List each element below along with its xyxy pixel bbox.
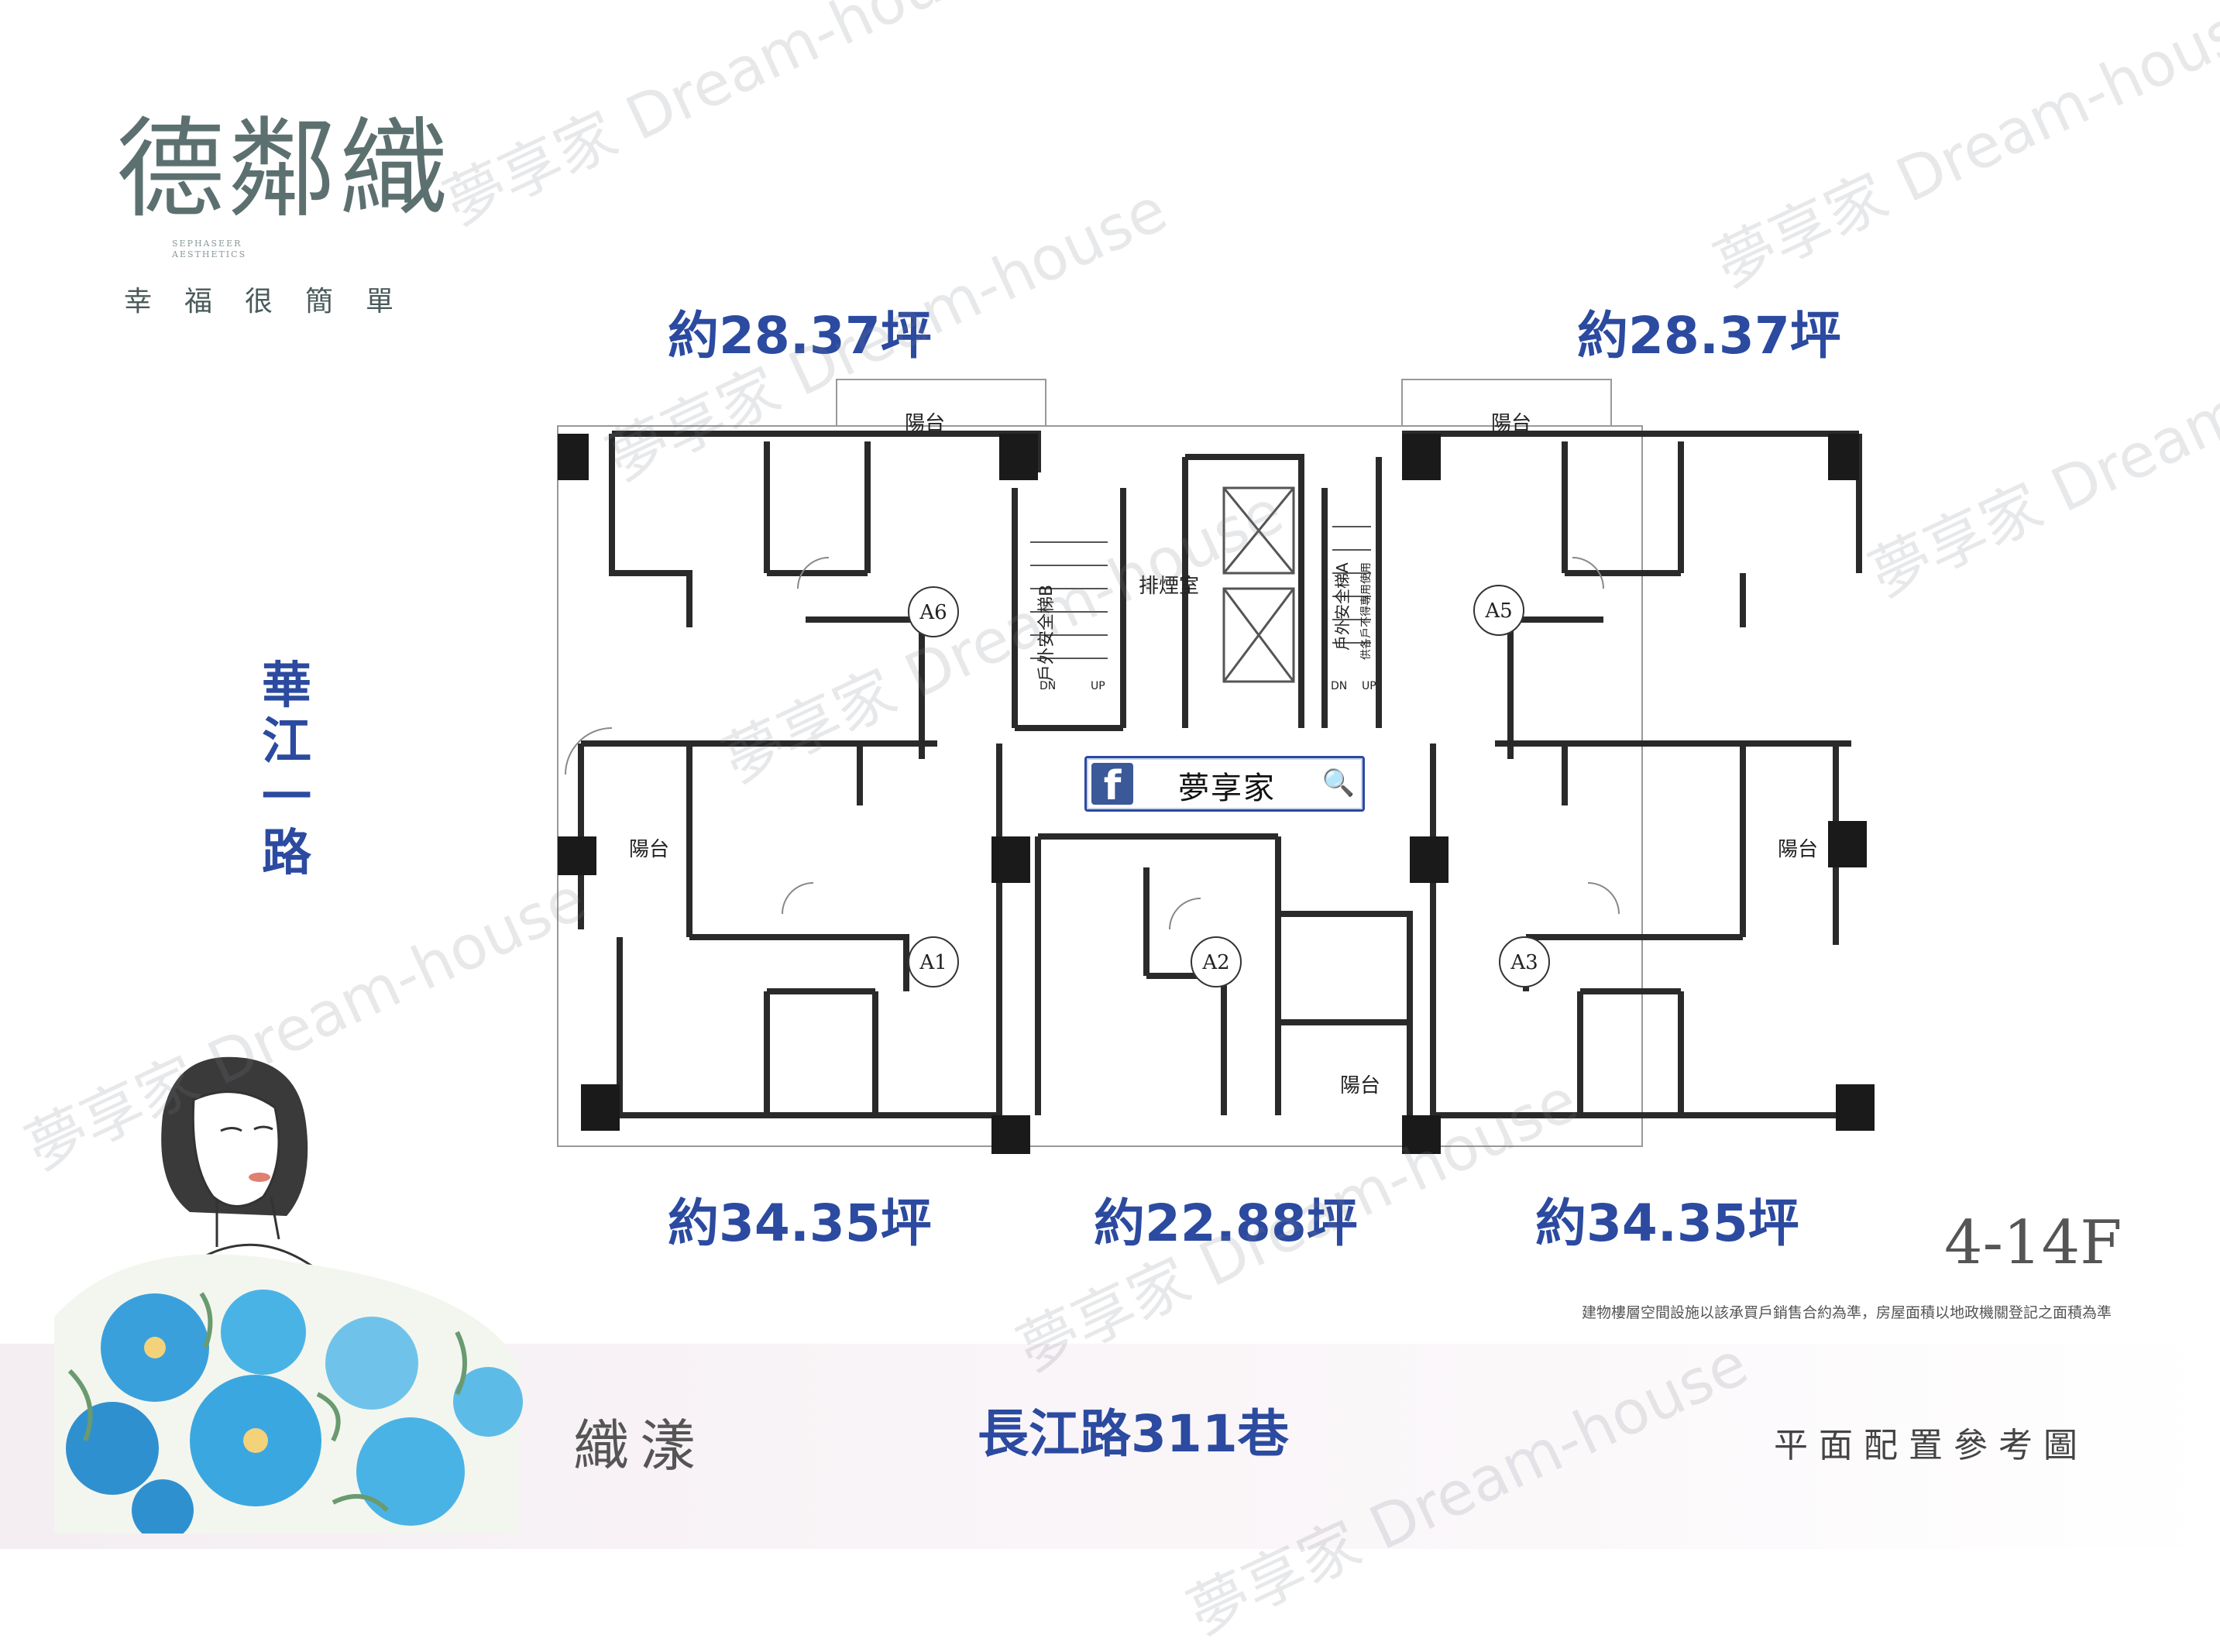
unit-label-a3: A3 bbox=[1510, 951, 1538, 974]
unit-label-a2: A2 bbox=[1201, 951, 1229, 974]
column bbox=[558, 434, 589, 480]
plan-outline bbox=[557, 425, 1643, 1147]
column bbox=[991, 1115, 1030, 1154]
balcony-label-left: 陽台 bbox=[629, 838, 669, 861]
reference-title: 平面配置參考圖 bbox=[1774, 1426, 2088, 1465]
flower-group bbox=[66, 1290, 523, 1534]
woman-flowers-illustration bbox=[54, 1056, 523, 1534]
unit-marker-a2 bbox=[1191, 936, 1242, 987]
column bbox=[1402, 434, 1441, 480]
unit-label-a5: A5 bbox=[1484, 599, 1512, 623]
stair-a-dn: DN bbox=[1331, 680, 1347, 692]
balcony-label-top-left: 陽台 bbox=[905, 412, 945, 435]
project-name: 織漾 bbox=[573, 1413, 707, 1479]
unit-marker-a3 bbox=[1499, 936, 1550, 987]
stair-b-label: 戶外安全梯B bbox=[1037, 585, 1057, 682]
facebook-icon: f bbox=[1091, 763, 1133, 809]
balcony-top-right-rail bbox=[1401, 379, 1612, 427]
lips-shape bbox=[249, 1173, 270, 1182]
flower bbox=[132, 1479, 194, 1534]
column-group bbox=[558, 434, 1875, 1154]
search-icon: 🔍 bbox=[1321, 768, 1355, 799]
area-bottom-right: 約34.35坪 bbox=[1535, 1193, 1799, 1253]
door-swings bbox=[565, 557, 1620, 930]
disclaimer-note: 建物樓層空間設施以該承買戶銷售合約為準，房屋面積以地政機關登記之面積為準 bbox=[1582, 1304, 2112, 1321]
eyes-shape bbox=[220, 1125, 273, 1132]
column bbox=[999, 434, 1038, 480]
area-top-right: 約28.37坪 bbox=[1577, 306, 1841, 366]
stair-hatching bbox=[1030, 526, 1371, 659]
balcony-top-left-rail bbox=[836, 379, 1046, 427]
facebook-label: 夢享家 bbox=[1178, 771, 1276, 806]
floor-range: 4-14F bbox=[1944, 1208, 2122, 1278]
area-bottom-left: 約34.35坪 bbox=[668, 1193, 932, 1253]
unit-markers bbox=[908, 585, 1550, 987]
balcony-label-bottom: 陽台 bbox=[1340, 1074, 1380, 1097]
column bbox=[991, 836, 1030, 883]
flower bbox=[325, 1317, 418, 1410]
brand-english-line2: AESTHETICS bbox=[172, 249, 247, 259]
column bbox=[1410, 836, 1448, 883]
watermark: 夢享家 Dream-house bbox=[434, 0, 1015, 239]
brand-title: 德鄰織 bbox=[116, 107, 452, 233]
facebook-badge[interactable]: f 夢享家 🔍 bbox=[1084, 756, 1365, 812]
unit-label-a6: A6 bbox=[919, 601, 947, 624]
column bbox=[1836, 1084, 1875, 1131]
floor-plan: A6 A5 A1 A2 A3 陽台 陽台 陽台 陽台 陽台 排煙室 戶外安全梯B… bbox=[557, 379, 1875, 1154]
stair-b-up: UP bbox=[1091, 680, 1105, 692]
road-bottom: 長江路311巷 bbox=[978, 1404, 1289, 1464]
balcony-label-right: 陽台 bbox=[1778, 838, 1818, 861]
stair-b-dn: DN bbox=[1040, 680, 1056, 692]
column bbox=[1828, 434, 1859, 480]
unit-marker-a5 bbox=[1473, 585, 1524, 636]
watermark: 夢享家 Dream-house bbox=[1859, 290, 2220, 611]
stair-a-note: 供各戶不得專用使用 bbox=[1359, 562, 1373, 660]
stair-a-label: 戶外安全梯A bbox=[1333, 562, 1352, 651]
brand-english-line1: SEPHASEER bbox=[172, 239, 242, 249]
leaf-group bbox=[67, 1292, 467, 1513]
flower-center bbox=[243, 1428, 268, 1453]
column bbox=[1402, 1115, 1441, 1154]
elevator bbox=[1222, 486, 1295, 575]
flower bbox=[221, 1290, 306, 1375]
area-bottom-middle: 約22.88坪 bbox=[1094, 1193, 1358, 1253]
column bbox=[558, 836, 596, 875]
unit-marker-a6 bbox=[908, 586, 959, 637]
unit-label-a1: A1 bbox=[919, 951, 947, 974]
balcony-label-top-right: 陽台 bbox=[1491, 412, 1531, 435]
flower-center bbox=[144, 1337, 166, 1358]
flower bbox=[356, 1417, 465, 1526]
smoke-room-label: 排煙室 bbox=[1139, 575, 1199, 598]
column bbox=[1828, 821, 1867, 867]
brand-english: SEPHASEER AESTHETICS bbox=[172, 239, 246, 260]
elevators bbox=[1222, 486, 1295, 683]
unit-marker-a1 bbox=[908, 936, 959, 987]
stair-a-up: UP bbox=[1362, 680, 1376, 692]
elevator bbox=[1222, 587, 1295, 683]
flower bbox=[66, 1402, 159, 1495]
area-top-left: 約28.37坪 bbox=[668, 306, 932, 366]
watermark: 夢享家 Dream-house bbox=[1704, 0, 2220, 301]
flower bbox=[453, 1367, 523, 1437]
column bbox=[581, 1084, 620, 1131]
road-left: 華江一路 bbox=[262, 658, 311, 882]
brand-slogan: 幸福很簡單 bbox=[124, 286, 427, 318]
